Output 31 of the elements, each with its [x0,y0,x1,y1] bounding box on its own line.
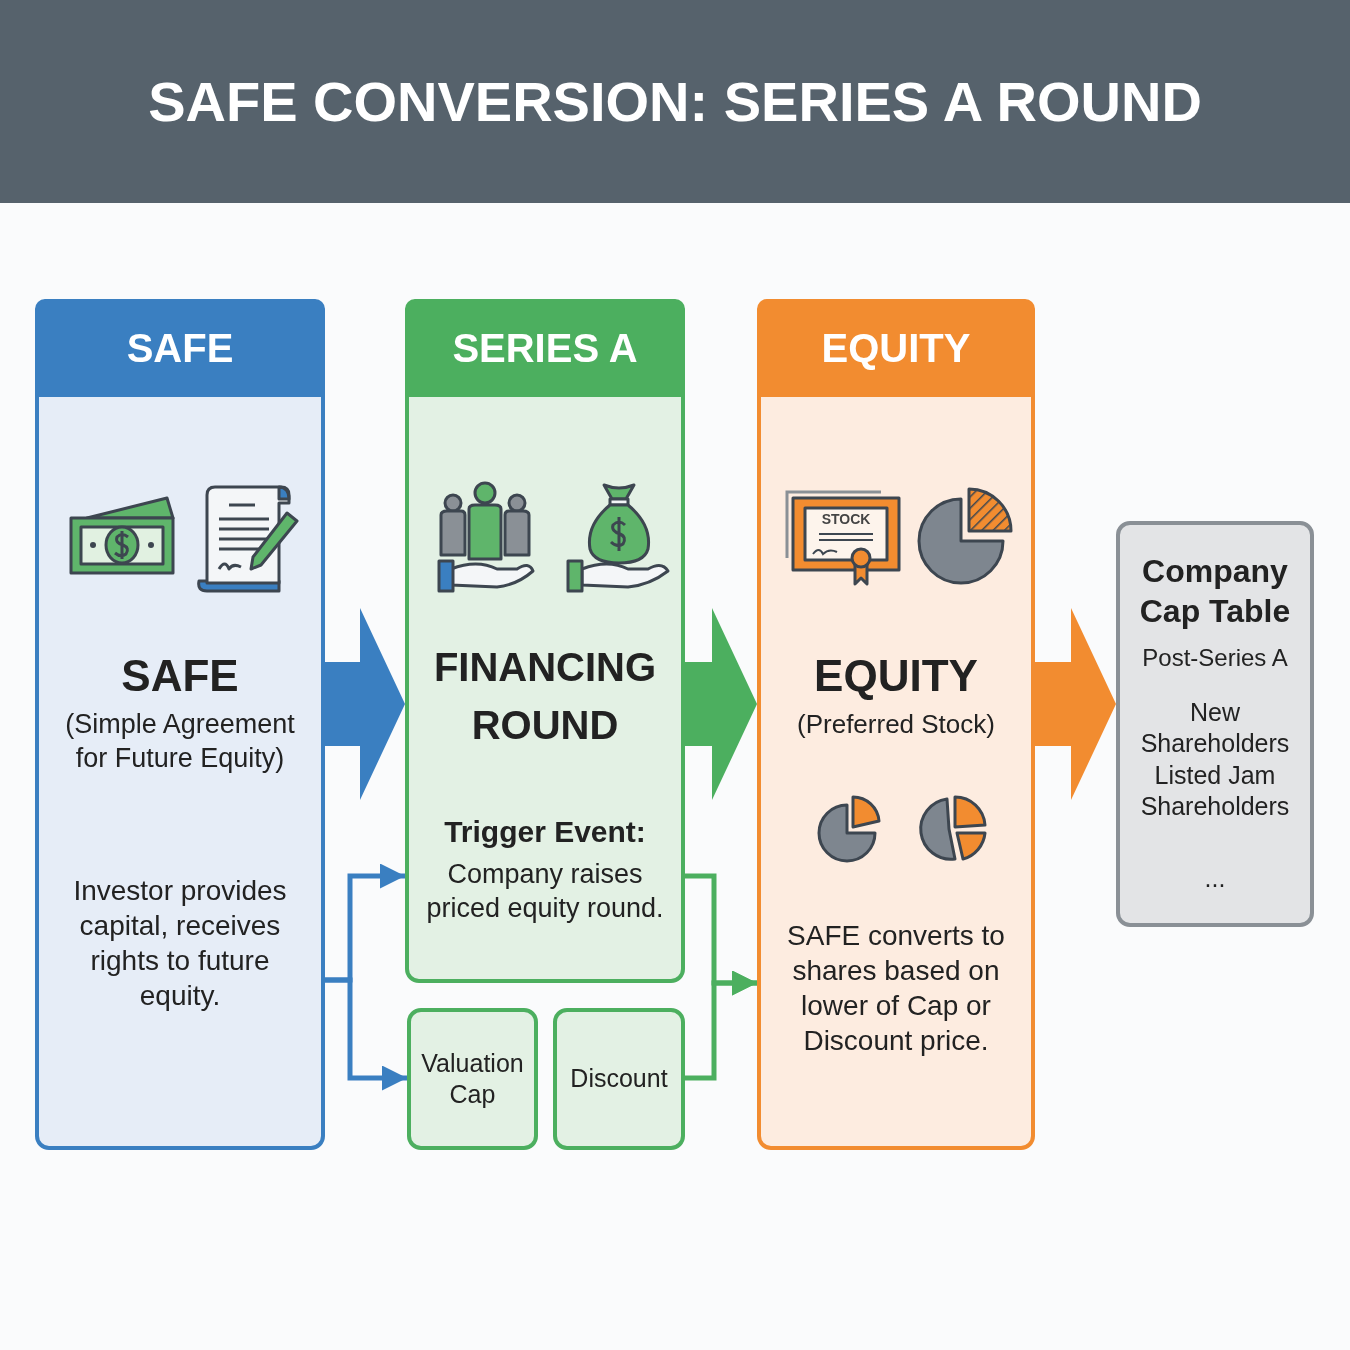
description: SAFE converts to shares based on lower of Cap or Discount price. [786,919,1006,1058]
safe-column [35,299,325,1150]
arrow [325,977,407,1091]
table-text: Post-Series A [1141,643,1289,673]
column-header: SERIES A [405,299,685,397]
subheading: (Preferred Stock) [796,708,996,741]
term-label: Valuation Cap [420,1047,525,1110]
arrow [1035,608,1116,800]
column-header: SAFE [35,299,325,397]
table-text: ... [1203,863,1227,894]
term-box [553,1008,685,1150]
term-label: Discount [569,1063,669,1095]
subheading: (Simple Agreement for Future Equity) [64,708,296,775]
arrow [325,608,405,800]
heading: SAFE [120,650,240,702]
series-a-column [405,299,685,983]
description: Investor provides capital, receives rights to future equity. [72,874,288,1013]
heading: Company Cap Table [1138,552,1292,631]
heading: EQUITY [813,650,979,702]
certificate-label: STOCK [820,511,872,529]
column-header: EQUITY [757,299,1035,397]
equity-column [757,299,1035,1150]
description: Company raises priced equity round. [425,858,665,925]
table-text: New Shareholders Listed Jam Shareholders [1139,697,1291,822]
title-banner: SAFE CONVERSION: SERIES A ROUND [0,0,1350,203]
arrow [685,970,757,1081]
subheading: Trigger Event: [443,814,647,850]
cap-table-box [1116,521,1314,927]
term-box [407,1008,538,1150]
arrow [685,608,757,800]
heading: FINANCING ROUND [432,644,658,749]
